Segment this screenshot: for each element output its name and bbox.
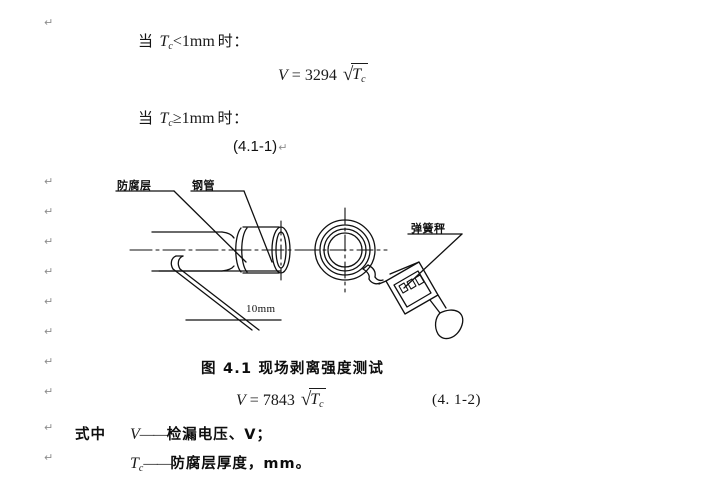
pipe-outer-body <box>151 231 223 272</box>
condition-1-subscript: c <box>168 41 173 52</box>
condition-1-value: 1mm <box>181 33 215 50</box>
condition-1-suffix: 时 <box>217 32 234 50</box>
paragraph-return-mark: ↵ <box>44 451 54 464</box>
condition-2-punctuation: ： <box>233 109 249 127</box>
equation-1-lhs: V <box>278 67 288 84</box>
equation-2: V=7843√Tc <box>236 388 326 411</box>
paragraph-return-mark: ↵ <box>44 355 54 368</box>
leader-line-coating <box>115 190 247 263</box>
paragraph-return-mark: ↵ <box>44 205 54 218</box>
condition-2-subscript: c <box>168 118 173 129</box>
equation-2-coefficient: 7843 <box>262 392 295 409</box>
where-1-symbol: V <box>130 426 140 443</box>
pipe-open-end <box>271 226 291 274</box>
leader-line-spring-scale <box>403 233 463 289</box>
condition-1-prefix: 当 <box>138 32 154 50</box>
condition-2-variable: T <box>159 110 169 127</box>
condition-2-value: 1mm <box>181 110 215 127</box>
equation-2-radicand-subscript: c <box>319 399 324 410</box>
equation-1-coefficient: 3294 <box>304 67 337 84</box>
paragraph-return-mark: ↵ <box>44 175 54 188</box>
radical-sign-icon: √ <box>300 389 312 410</box>
where-clause-line-2: Tc——防腐层厚度，mm。 <box>130 452 311 474</box>
where-clause-lead: 式中 <box>75 423 106 444</box>
equation-2-operator: = <box>249 392 259 409</box>
steel-pipe-exposed <box>235 226 280 274</box>
where-2-description: 防腐层厚度，mm。 <box>170 456 312 472</box>
paragraph-return-mark: ↵ <box>44 421 54 434</box>
spring-scale <box>378 261 464 340</box>
equation-1-radicand: T <box>352 66 362 83</box>
equation-2-lhs: V <box>236 392 246 409</box>
where-lead-text: 式中 <box>75 427 106 443</box>
paragraph-return-mark: ↵ <box>44 265 54 278</box>
peel-hook <box>362 264 384 285</box>
condition-2-prefix: 当 <box>138 109 154 127</box>
paragraph-return-mark: ↵ <box>44 16 54 29</box>
peeled-coating-strip <box>170 255 260 331</box>
where-1-dash: —— <box>139 427 168 443</box>
figure-dimension-label: 10mm <box>246 303 276 315</box>
where-2-dash: —— <box>143 456 171 472</box>
equation-1-operator: = <box>291 67 301 84</box>
paragraph-return-mark: ↵ <box>278 141 288 154</box>
leader-line-steel-pipe <box>190 190 273 263</box>
paragraph-return-mark: ↵ <box>44 235 54 248</box>
equation-2-radicand: T <box>310 391 320 408</box>
paragraph-return-mark: ↵ <box>44 295 54 308</box>
figure-label-spring-scale: 弹簧秤 <box>411 222 446 235</box>
where-clause-line-1: V——检漏电压、V； <box>130 423 272 445</box>
figure-label-steel-pipe: 钢管 <box>192 179 215 192</box>
condition-2-suffix: 时 <box>217 109 234 127</box>
radical-sign-icon: √ <box>342 64 354 85</box>
equation-number-2: (4. 1-2) <box>432 392 481 408</box>
condition-2-relation: ≥ <box>172 110 182 127</box>
equation-1-radical: √Tc <box>341 63 368 86</box>
where-2-subscript: c <box>138 463 144 474</box>
coating-step <box>221 231 235 272</box>
where-2-symbol: T <box>130 455 139 472</box>
figure-label-coating: 防腐层 <box>117 179 152 192</box>
equation-1-radicand-subscript: c <box>361 74 366 85</box>
where-1-description: 检漏电压、V； <box>166 427 273 443</box>
figure-caption: 图 4.1 现场剥离强度测试 <box>201 361 385 377</box>
equation-1: V=3294√Tc <box>278 63 368 86</box>
condition-1-variable: T <box>159 33 169 50</box>
paragraph-return-mark: ↵ <box>44 325 54 338</box>
condition-1-relation: < <box>172 33 182 50</box>
pipe-cross-section <box>302 207 388 293</box>
equation-number-1: (4.1-1)↵ <box>233 138 287 156</box>
paragraph-return-mark: ↵ <box>44 385 54 398</box>
equation-2-radical: √Tc <box>299 388 326 411</box>
condition-1-punctuation: ： <box>233 32 249 50</box>
equation-number-1-text: (4.1-1) <box>233 138 278 155</box>
